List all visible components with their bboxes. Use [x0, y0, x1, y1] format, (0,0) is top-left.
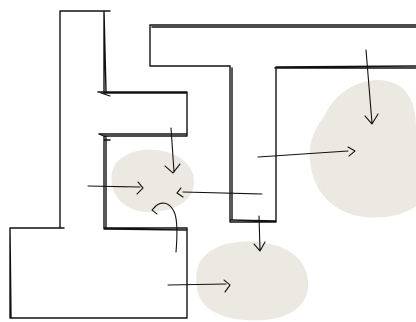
- arrow-left-blob: [87, 181, 144, 195]
- arrow-bottom-blob: [167, 279, 231, 293]
- left-tall-bar: [59, 10, 111, 229]
- small-tick-left: [98, 92, 111, 138]
- t-stem: [229, 65, 277, 223]
- bottom-shaded-region: [196, 241, 309, 321]
- arrows: [87, 49, 379, 293]
- upper-notch: [97, 91, 188, 137]
- arrow-blob-curve: [151, 202, 178, 253]
- t-structure: [149, 24, 416, 223]
- mid-box: [103, 135, 111, 229]
- arrow-right-center: [257, 146, 356, 158]
- right-shaded-region: [309, 79, 416, 218]
- t-top-bar: [149, 24, 416, 69]
- upper-notch-group: [97, 91, 188, 137]
- left-shaded-region: [111, 149, 194, 212]
- arrow-stem-down: [253, 215, 266, 252]
- arrow-right-region: [364, 49, 379, 125]
- mid-box-group: [103, 135, 111, 229]
- arrow-mid-right: [176, 187, 263, 198]
- arrow-notch-down: [164, 127, 181, 174]
- left-structure: [9, 10, 188, 319]
- base-block: [9, 227, 188, 319]
